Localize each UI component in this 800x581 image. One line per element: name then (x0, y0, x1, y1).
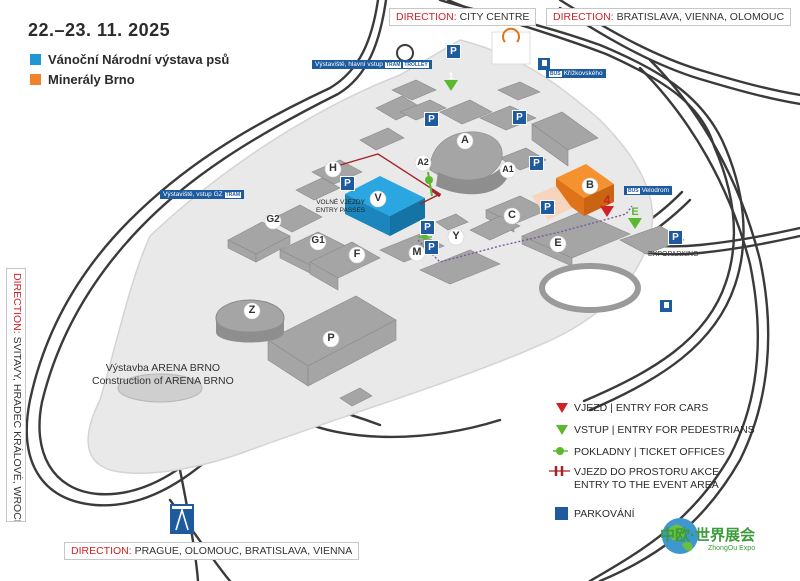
legend-event-area-line1: VJEZD DO PROSTORU AKCE (574, 466, 720, 478)
direction-prefix: DIRECTION: (396, 11, 457, 23)
legend-cars: VJEZD | ENTRY FOR CARS (574, 402, 709, 414)
tram-icon: TRAM (384, 62, 402, 68)
hall-p-label: P (327, 332, 335, 344)
legend-event-area-line2: ENTRY TO THE EVENT AREA (574, 479, 719, 491)
logo-english-text: ZhongOu Expo (708, 545, 756, 552)
expoparking-label: EXPOPARKING (648, 251, 699, 258)
legend-pedestrians: VSTUP | ENTRY FOR PEDESTRIANS (574, 424, 755, 436)
direction-prefix: DIRECTION: (553, 11, 614, 23)
globe-icon (662, 518, 698, 554)
hall-e-label: E (554, 237, 562, 249)
bus-icon: BUS (627, 188, 640, 194)
parking-icon: P (340, 176, 355, 191)
legend-dog-show-label: Vánoční Národní výstava psů (48, 52, 230, 67)
minerals-swatch (30, 74, 41, 85)
hall-c-label: C (508, 209, 516, 221)
entry-passes-line1: VOLNÉ VJEZDY (316, 199, 365, 206)
hall-y-label: Y (452, 230, 460, 242)
entry-passes-line2: ENTRY PASSES (316, 207, 366, 214)
parking-icon: P (424, 240, 439, 255)
bus-icon: BUS (549, 71, 562, 77)
direction-prefix: DIRECTION: (11, 273, 23, 334)
parking-icon: P (420, 220, 435, 235)
event-date: 22.–23. 11. 2025 (28, 20, 171, 40)
hall-h-label: H (329, 162, 337, 174)
parking-icon: P (424, 112, 439, 127)
hall-m-label: M (412, 246, 422, 258)
legend-event-area: VJEZD DO PROSTORU AKCE ENTRY TO THE EVEN… (574, 466, 719, 492)
hall-b-label: B (586, 179, 594, 191)
dog-show-swatch (30, 54, 41, 65)
stop-label: Výstaviště, hlavní vstup (315, 61, 383, 68)
tram-icon: TRAM (224, 192, 242, 198)
direction-text: BRATISLAVA, VIENNA, OLOMOUC (613, 11, 785, 23)
hall-g1-label: G1 (311, 235, 325, 246)
arena-construction-label: Výstavba ARENA BRNO Construction of AREN… (92, 362, 234, 388)
direction-text: PRAGUE, OLOMOUC, BRATISLAVA, VIENNA (131, 545, 353, 557)
direction-bratislava: DIRECTION: BRATISLAVA, VIENNA, OLOMOUC (546, 8, 792, 26)
entry-passes-label: VOLNÉ VJEZDY ENTRY PASSES (316, 199, 365, 215)
hall-a-label: A (461, 134, 469, 146)
direction-text: SVITAVY, HRADEC KRÁLOVÉ, WROCLAW (11, 333, 23, 522)
legend-parking: PARKOVÁNÍ (574, 508, 635, 520)
direction-city-centre: DIRECTION: CITY CENTRE (389, 8, 537, 26)
legend-minerals-label: Minerály Brno (48, 72, 135, 87)
hall-g2-label: G2 (266, 214, 280, 225)
parking-icon: P (540, 200, 555, 215)
stop-label: Výstaviště, vstup GZ (163, 191, 223, 198)
legend-dog-show: Vánoční Národní výstava psů (30, 52, 229, 67)
arena-line2: Construction of ARENA BRNO (92, 375, 234, 387)
hall-a2-label: A2 (417, 157, 429, 167)
entrance-1-label: 1 (448, 71, 454, 81)
hall-v-label: V (374, 192, 382, 204)
direction-svitavy: DIRECTION: SVITAVY, HRADEC KRÁLOVÉ, WROC… (6, 268, 26, 522)
zhongou-expo-logo: 中欧·世界展会 ZhongOu Expo (660, 512, 782, 560)
stop-label: Velodrom (641, 187, 670, 194)
entrance-e-label: E (631, 206, 639, 218)
direction-text: CITY CENTRE (456, 11, 530, 23)
entrance-4-label: 4 (603, 193, 611, 207)
logo-chinese-text: 中欧·世界展会 (660, 527, 755, 544)
parking-icon: P (668, 230, 683, 245)
legend-tickets: POKLADNY | TICKET OFFICES (574, 446, 725, 458)
arena-line1: Výstavba ARENA BRNO (105, 362, 221, 374)
parking-icon: P (512, 110, 527, 125)
hall-f-label: F (353, 248, 361, 260)
parking-icon: P (529, 156, 544, 171)
legend-minerals: Minerály Brno (30, 72, 135, 87)
hall-a1-label: A1 (502, 164, 514, 174)
direction-prague: DIRECTION: PRAGUE, OLOMOUC, BRATISLAVA, … (64, 542, 360, 560)
stop-label: Křížkovského (563, 70, 603, 77)
direction-prefix: DIRECTION: (71, 545, 132, 557)
trolley-icon: TROLLEY (403, 62, 429, 68)
hall-z-label: Z (248, 304, 256, 316)
parking-icon: P (446, 44, 461, 59)
